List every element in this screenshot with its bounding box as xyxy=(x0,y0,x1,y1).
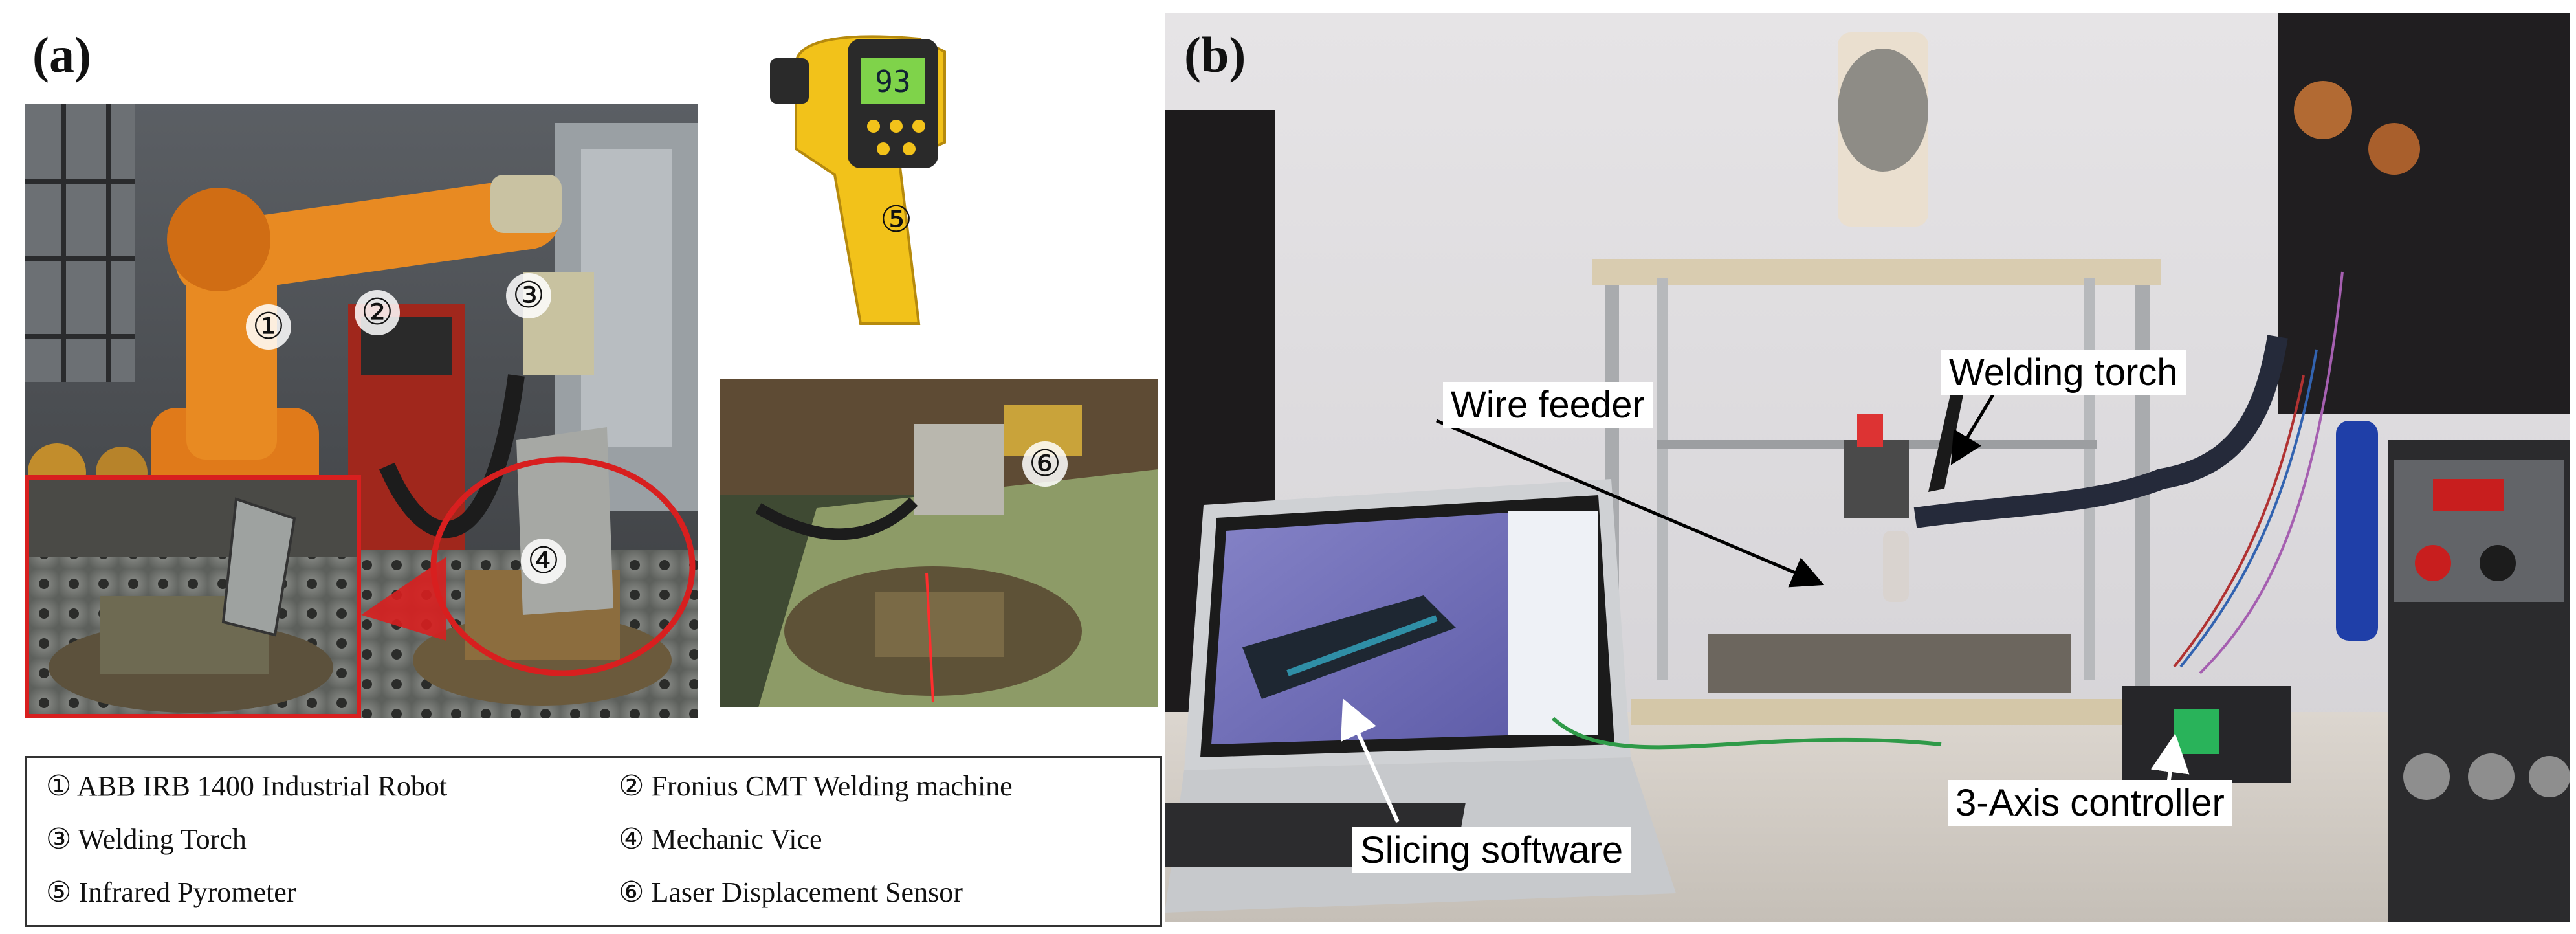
marker-robot: ① xyxy=(246,304,291,350)
slicing-software-label: Slicing software xyxy=(1352,827,1631,873)
pyrometer-illustration: 93 xyxy=(770,35,946,325)
marker-welding-torch: ③ xyxy=(506,273,551,318)
panel-a-label: (a) xyxy=(32,27,91,83)
legend: ① ABB IRB 1400 Industrial Robot ② Froniu… xyxy=(25,756,1162,927)
marker-welding-machine: ② xyxy=(355,290,400,335)
panel-b-label: (b) xyxy=(1184,27,1246,83)
pyrometer-display-value: 93 xyxy=(875,64,910,99)
wire-arc-printer-illustration xyxy=(1165,13,2570,922)
wire-feeder-label: Wire feeder xyxy=(1443,382,1653,428)
wire-feeder-arrow xyxy=(1436,419,1825,588)
legend-item-4: ④ Mechanic Vice xyxy=(619,823,822,855)
legend-item-2: ② Fronius CMT Welding machine xyxy=(619,770,1013,802)
callout-arrows xyxy=(1341,394,2190,823)
legend-item-6: ⑥ Laser Displacement Sensor xyxy=(619,876,963,908)
vice-highlight-callout xyxy=(361,456,696,676)
welding-torch-arrow xyxy=(1950,394,1995,465)
vice-inset-illustration xyxy=(29,480,357,714)
pyrometer-photo: 93 xyxy=(757,13,977,337)
laser-sensor-illustration xyxy=(720,379,1158,707)
legend-item-1: ① ABB IRB 1400 Industrial Robot xyxy=(46,770,448,802)
legend-item-3: ③ Welding Torch xyxy=(46,823,247,855)
marker-vice: ④ xyxy=(521,539,566,584)
controller-label: 3-Axis controller xyxy=(1948,780,2232,826)
wire-arc-printer-photo xyxy=(1165,13,2570,922)
welding-torch-label: Welding torch xyxy=(1941,350,2186,395)
marker-pyrometer: ⑤ xyxy=(879,199,913,241)
laser-sensor-photo xyxy=(720,379,1158,707)
vice-inset-photo xyxy=(25,475,361,718)
marker-laser-sensor: ⑥ xyxy=(1022,441,1068,487)
legend-item-5: ⑤ Infrared Pyrometer xyxy=(46,876,296,908)
slicing-software-arrow xyxy=(1341,698,1400,823)
